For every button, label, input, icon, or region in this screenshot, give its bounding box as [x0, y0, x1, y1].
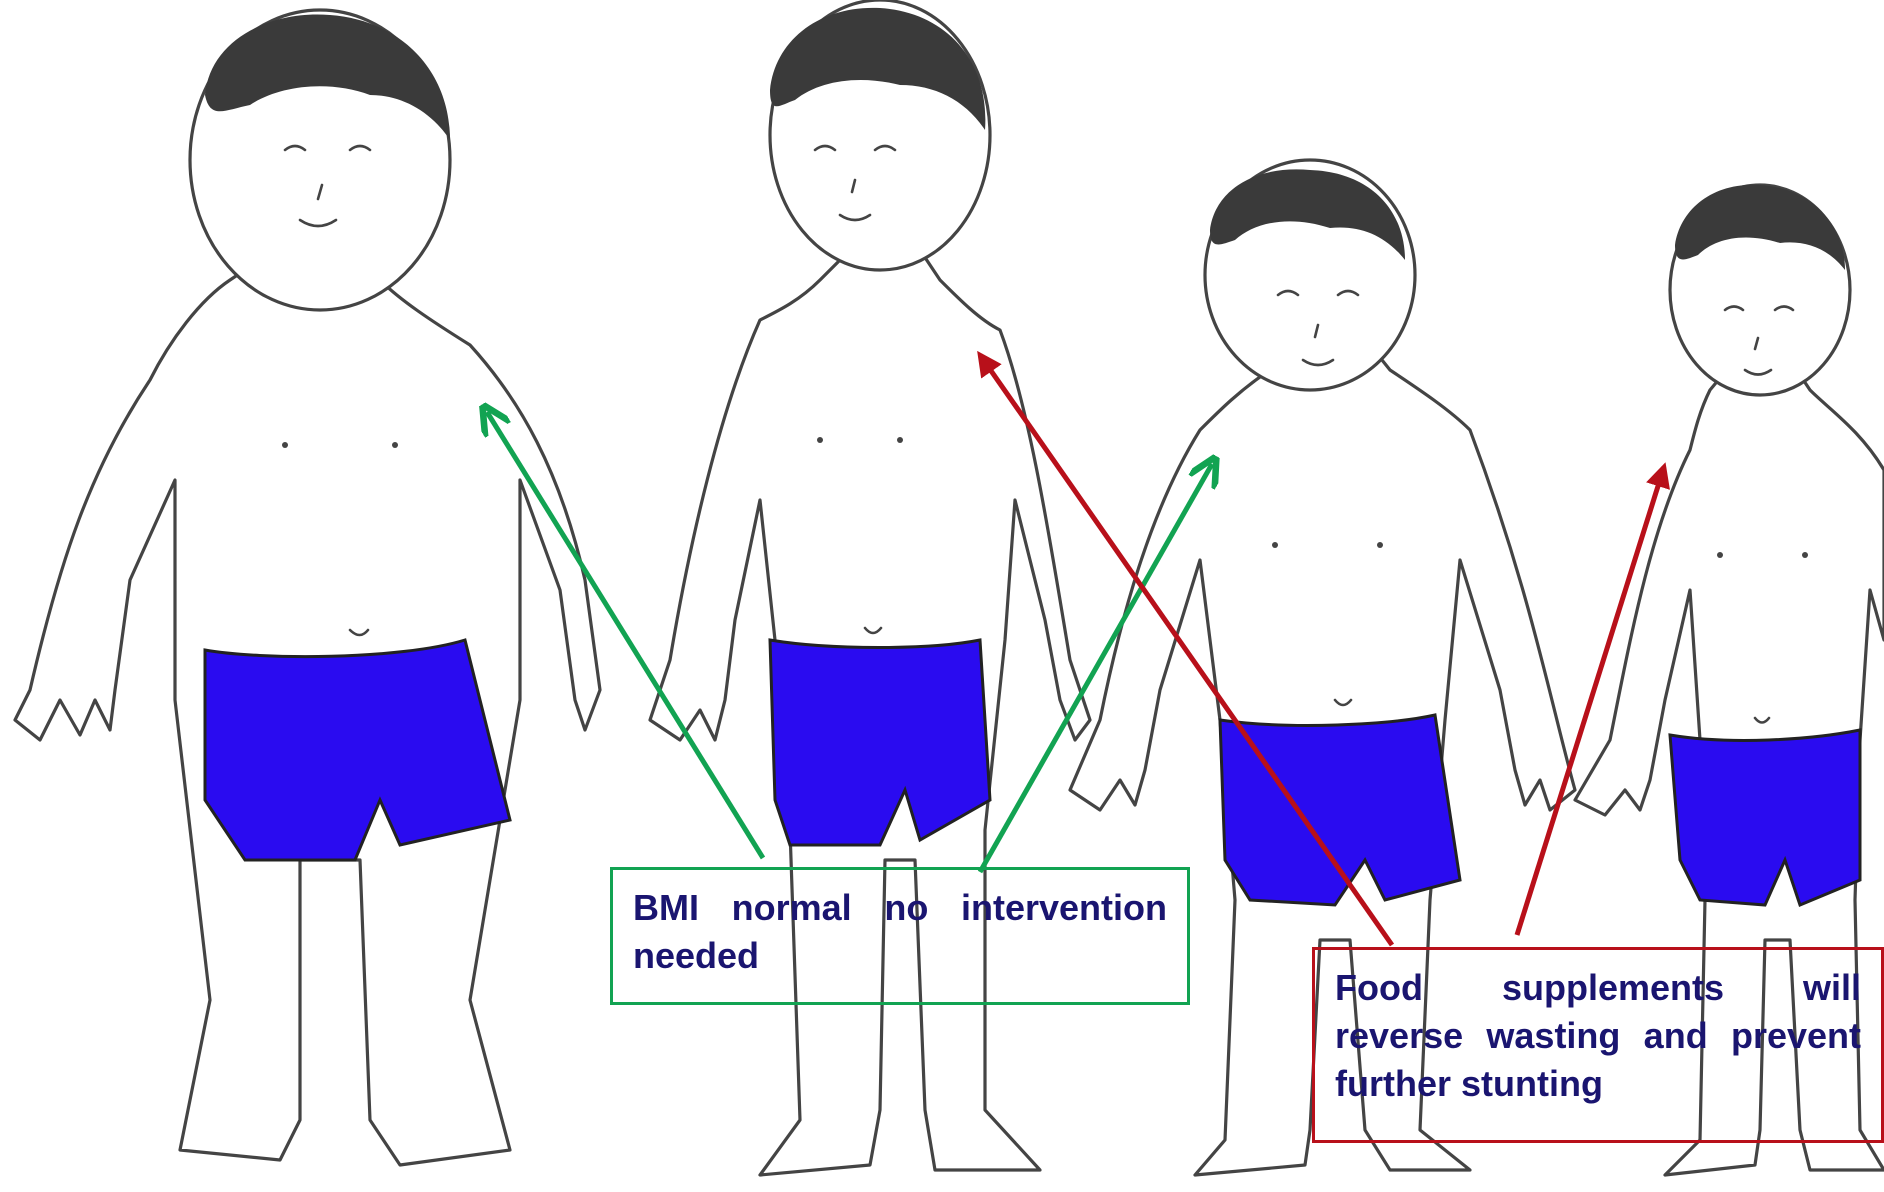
child-figure-1 — [15, 10, 600, 1165]
callout-bmi-normal-text: BMI normal no intervention needed — [633, 887, 1167, 976]
callout-food-supplements-text: Food supplements will reverse wasting an… — [1335, 967, 1861, 1104]
callout-food-supplements: Food supplements will reverse wasting an… — [1312, 947, 1884, 1143]
callout-bmi-normal: BMI normal no intervention needed — [610, 867, 1190, 1005]
